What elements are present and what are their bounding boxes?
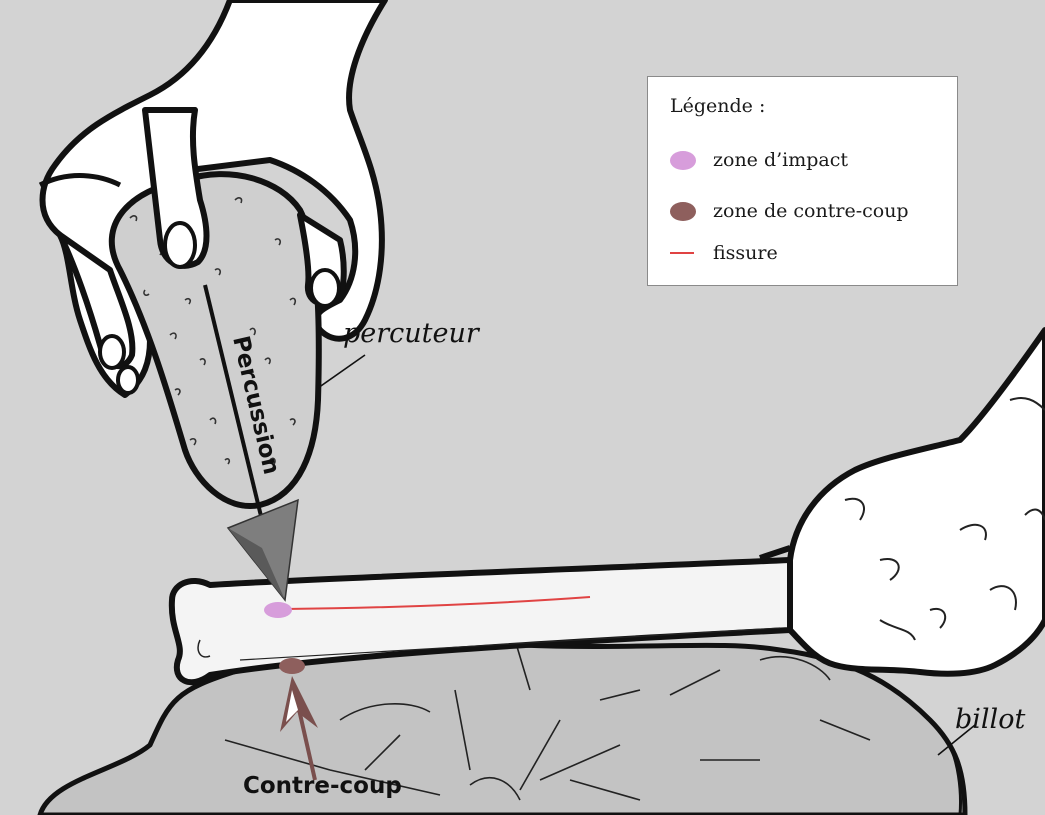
right-hand bbox=[760, 330, 1045, 674]
legend-item-label: zone de contre-coup bbox=[713, 200, 909, 222]
legend: Légende : zone d’impact zone de contre-c… bbox=[647, 76, 958, 286]
legend-item-label: zone d’impact bbox=[713, 149, 848, 171]
legend-item-counter-blow: zone de contre-coup bbox=[670, 200, 909, 222]
percuteur-leader bbox=[318, 355, 365, 388]
counter-blow-swatch bbox=[670, 202, 696, 221]
contre-coup-label: Contre-coup bbox=[243, 773, 402, 799]
counter-blow-zone bbox=[279, 658, 305, 674]
fissure-swatch bbox=[670, 252, 694, 254]
legend-item-fissure: fissure bbox=[670, 242, 778, 264]
impact-swatch bbox=[670, 151, 696, 170]
legend-item-label: fissure bbox=[713, 242, 778, 264]
legend-title: Légende : bbox=[670, 95, 765, 117]
legend-item-impact: zone d’impact bbox=[670, 149, 848, 171]
billot-label: billot bbox=[955, 704, 1025, 735]
percuteur-label: percuteur bbox=[343, 318, 481, 349]
impact-zone bbox=[264, 602, 292, 618]
